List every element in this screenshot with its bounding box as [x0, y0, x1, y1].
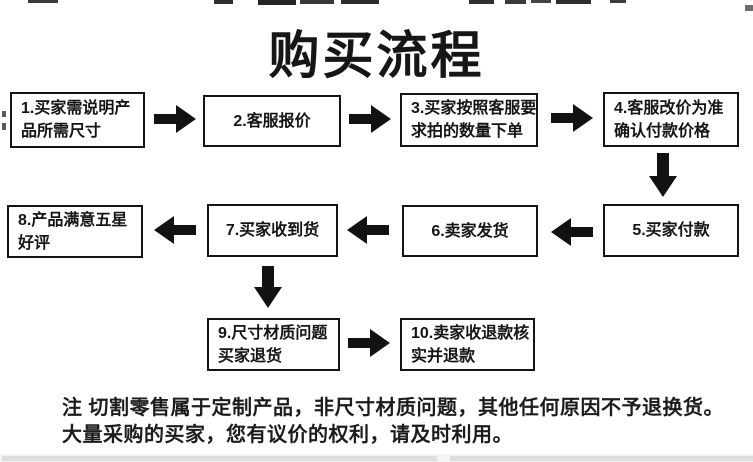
flow-step-3-text: 3.买家按照客服要 — [411, 100, 537, 117]
flow-step-1-text: 1.买家需说明产 — [21, 100, 131, 117]
arrow-left-icon — [154, 216, 196, 244]
edge-artifact — [2, 123, 6, 130]
bottom-scan-band — [450, 456, 753, 461]
arrow-left-icon — [347, 216, 389, 244]
edge-artifact — [2, 111, 6, 117]
flow-step-1: 1.买家需说明产 品所需尺寸 — [10, 92, 145, 148]
flow-step-2-text: 2.客服报价 — [233, 112, 311, 130]
flow-step-10-text: 实并退款 — [411, 347, 476, 365]
page-title: 购买流程 — [268, 27, 485, 84]
edge-artifact — [341, 0, 379, 4]
arrow-right-icon — [349, 105, 391, 133]
flow-step-9: 9.尺寸材质问题 买家退货 — [207, 318, 340, 371]
edge-artifact — [258, 0, 296, 5]
flow-step-3-text: 求拍的数量下单 — [411, 123, 524, 140]
flow-step-4-text: 确认付款价格 — [614, 122, 711, 140]
flow-step-10-text: 10.卖家收退款核 — [411, 324, 530, 342]
edge-artifact — [556, 0, 591, 4]
arrow-down-icon — [649, 153, 677, 197]
edge-artifact — [531, 0, 551, 3]
flow-step-8-text: 8.产品满意五星 — [18, 211, 128, 229]
flow-step-2: 2.客服报价 — [203, 95, 341, 147]
note-line-2: 大量采购的买家，您有议价的权利，请及时利用。 — [62, 424, 513, 446]
arrow-right-icon — [551, 104, 593, 132]
bottom-scan-band — [2, 456, 437, 461]
arrow-right-icon — [154, 105, 196, 133]
flow-step-7: 7.买家收到货 — [207, 204, 338, 257]
flow-step-3: 3.买家按照客服要 求拍的数量下单 — [400, 93, 538, 147]
flow-step-8-text: 好评 — [18, 234, 51, 252]
flow-step-4: 4.客服改价为准 确认付款价格 — [603, 92, 739, 147]
flow-step-1-text: 品所需尺寸 — [21, 123, 102, 140]
edge-artifact — [745, 5, 753, 11]
arrow-down-icon — [254, 266, 282, 308]
arrow-left-icon — [551, 218, 593, 246]
flow-step-7-text: 7.买家收到货 — [225, 222, 320, 239]
edge-artifact — [469, 0, 494, 4]
flow-step-4-text: 4.客服改价为准 — [614, 99, 724, 117]
flow-step-5-text: 5.买家付款 — [632, 222, 710, 239]
edge-artifact — [28, 0, 58, 3]
edge-artifact — [610, 0, 626, 3]
flow-step-10: 10.卖家收退款核 实并退款 — [400, 318, 535, 371]
flow-step-6: 6.卖家发货 — [402, 205, 538, 257]
arrow-right-icon — [348, 329, 390, 357]
flow-step-5: 5.买家付款 — [603, 204, 739, 257]
edge-artifact — [300, 0, 334, 4]
edge-artifact — [505, 0, 526, 4]
edge-artifact — [214, 0, 233, 4]
flow-step-8: 8.产品满意五星 好评 — [7, 205, 143, 258]
note-line-1: 注 切割零售属于定制产品，非尺寸材质问题，其他任何原因不予退换货。 — [62, 397, 725, 419]
flow-step-6-text: 6.卖家发货 — [431, 222, 509, 240]
flow-step-9-text: 9.尺寸材质问题 — [218, 324, 328, 342]
flow-step-9-text: 买家退货 — [218, 347, 283, 365]
